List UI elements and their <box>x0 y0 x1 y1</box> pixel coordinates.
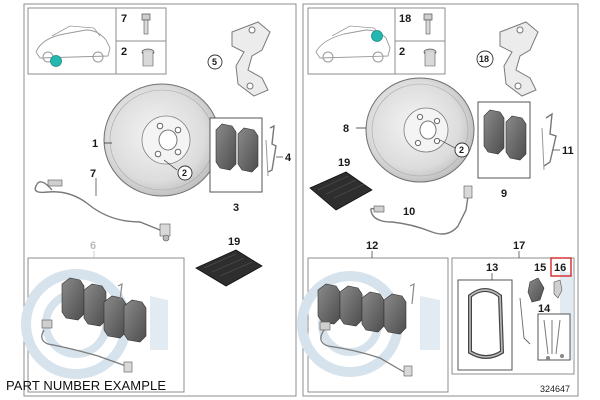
callout-1: 1 <box>92 138 98 150</box>
thumb-label-2-right: 2 <box>399 46 405 58</box>
callout-9: 9 <box>501 188 507 200</box>
callout-10: 10 <box>403 206 415 218</box>
caliper-bracket-right <box>499 21 539 97</box>
callout-15: 15 <box>534 262 546 274</box>
right-inset-17 <box>451 257 575 375</box>
location-marker-icon <box>50 55 62 67</box>
location-marker-icon <box>371 30 383 42</box>
callout-16: 16 <box>554 262 566 274</box>
right-car-thumbnail <box>307 7 396 75</box>
callout-4: 7 <box>90 168 96 180</box>
callout-3: 3 <box>233 202 239 214</box>
thumb-bolt-7: 7 <box>115 7 167 42</box>
callout-6: 6 <box>90 240 96 252</box>
callout-11: 11 <box>562 145 574 157</box>
thumb-label-2: 2 <box>121 46 127 58</box>
brake-clips-right <box>541 112 557 171</box>
brake-disc <box>103 83 221 197</box>
callout-5: 4 <box>285 152 292 164</box>
highlight-box-16 <box>550 257 572 277</box>
callout-19: 19 <box>228 236 240 248</box>
callout-13: 13 <box>486 262 498 274</box>
right-panel: 18 2 18 8 <box>297 3 579 397</box>
wear-sensor-right <box>370 185 473 235</box>
protective-mat-right <box>309 171 373 211</box>
thumb-bolt-2-right: 2 <box>394 40 446 75</box>
callout-12: 12 <box>366 240 378 252</box>
brake-clips <box>265 124 277 177</box>
callout-14: 14 <box>538 303 551 315</box>
callout-19-right: 19 <box>338 157 350 169</box>
callout-7: 5 <box>212 57 217 67</box>
thumb-bolt-18: 18 <box>394 7 446 42</box>
left-car-thumbnail <box>27 7 117 75</box>
right-inset-12 <box>297 257 449 393</box>
caption: PART NUMBER EXAMPLE <box>6 378 167 393</box>
left-inset <box>21 257 185 393</box>
reference-number: 324647 <box>540 384 570 394</box>
protective-mat <box>195 249 263 287</box>
callout-2: 2 <box>182 168 187 178</box>
brake-pads-box-right <box>477 101 531 179</box>
brake-disc-right <box>365 77 475 183</box>
thumb-label-18: 18 <box>399 13 411 25</box>
brake-pads-box <box>209 117 263 193</box>
callout-8: 8 <box>343 123 349 135</box>
callout-17: 17 <box>513 240 525 252</box>
wear-sensor <box>34 179 171 242</box>
thumb-bolt-2: 2 <box>115 40 167 75</box>
left-panel: 7 2 5 1 <box>21 3 297 397</box>
caliper-bracket <box>231 21 271 97</box>
thumb-label-7: 7 <box>121 13 127 25</box>
callout-2-right: 2 <box>459 145 464 155</box>
callout-18: 18 <box>479 54 489 64</box>
